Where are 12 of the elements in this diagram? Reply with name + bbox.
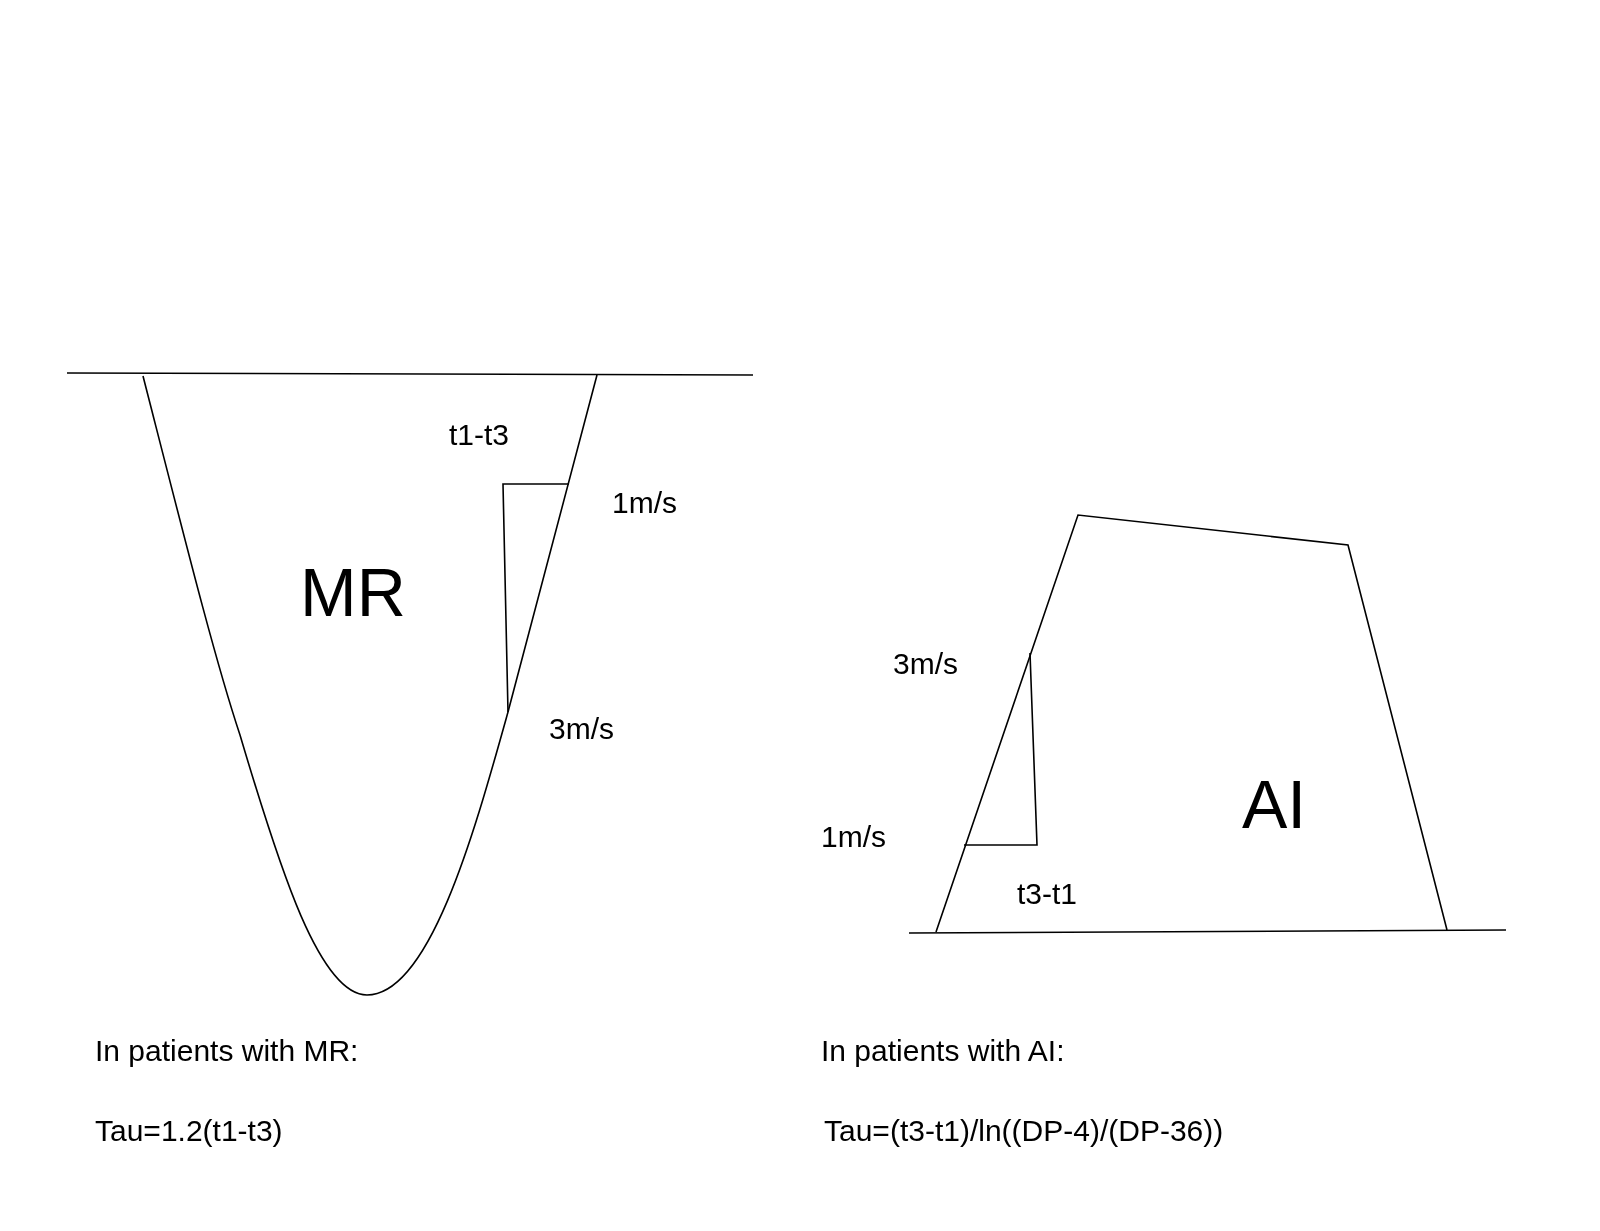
note-text: In patients with AI: xyxy=(821,1036,1065,1066)
velocity-label: 1m/s xyxy=(612,488,677,518)
waveform-label: MR xyxy=(300,558,406,626)
time-interval-label: t3-t1 xyxy=(1017,879,1078,909)
note-text: In patients with MR: xyxy=(95,1036,359,1066)
velocity-label: 1m/s xyxy=(821,822,886,852)
velocity-label: 3m/s xyxy=(893,649,958,679)
formula-text: Tau=(t3-t1)/ln((DP-4)/(DP-36)) xyxy=(824,1116,1224,1146)
formula-text: Tau=1.2(t1-t3) xyxy=(95,1116,283,1146)
waveform-label: AI xyxy=(1242,770,1307,838)
time-interval-label: t1-t3 xyxy=(449,420,510,450)
velocity-label: 3m/s xyxy=(549,714,614,744)
